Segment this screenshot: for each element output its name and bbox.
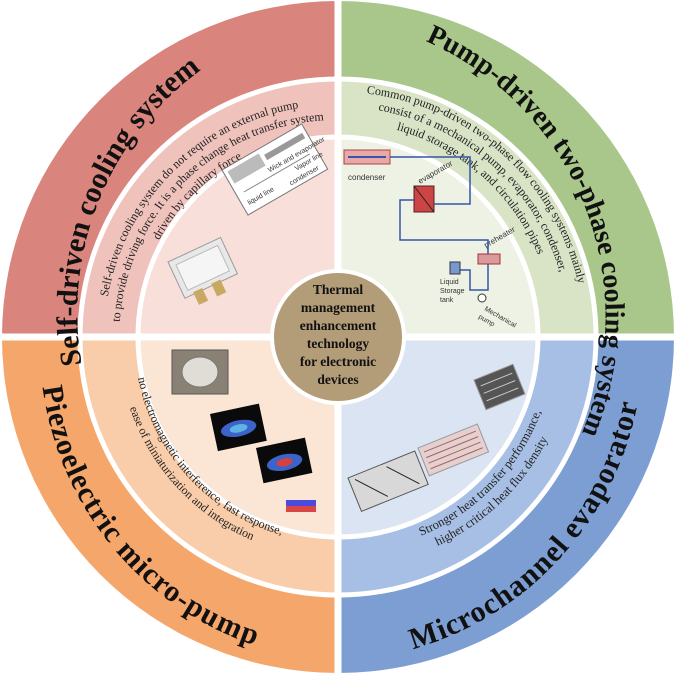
center-title: Thermal management enhancement technolog… xyxy=(300,282,377,387)
label-liquid: Liquid xyxy=(440,279,459,286)
piezo-pump-images xyxy=(171,349,316,512)
center-line-3: enhancement xyxy=(300,318,377,333)
center-line-5: for electronic xyxy=(300,354,376,369)
microchannel-images xyxy=(347,363,526,513)
center-line-1: Thermal xyxy=(313,282,363,297)
label-storage: Storage xyxy=(440,288,465,295)
center-line-2: management xyxy=(301,300,376,315)
center-line-6: devices xyxy=(317,372,358,387)
label-condenser: condenser xyxy=(348,173,386,182)
center-circle xyxy=(270,269,406,405)
loop-heat-pipe-illustration: Wick and evaporator Vapor line liquid li… xyxy=(167,123,329,305)
label-tank: tank xyxy=(440,297,454,304)
center-line-4: technology xyxy=(307,336,369,351)
